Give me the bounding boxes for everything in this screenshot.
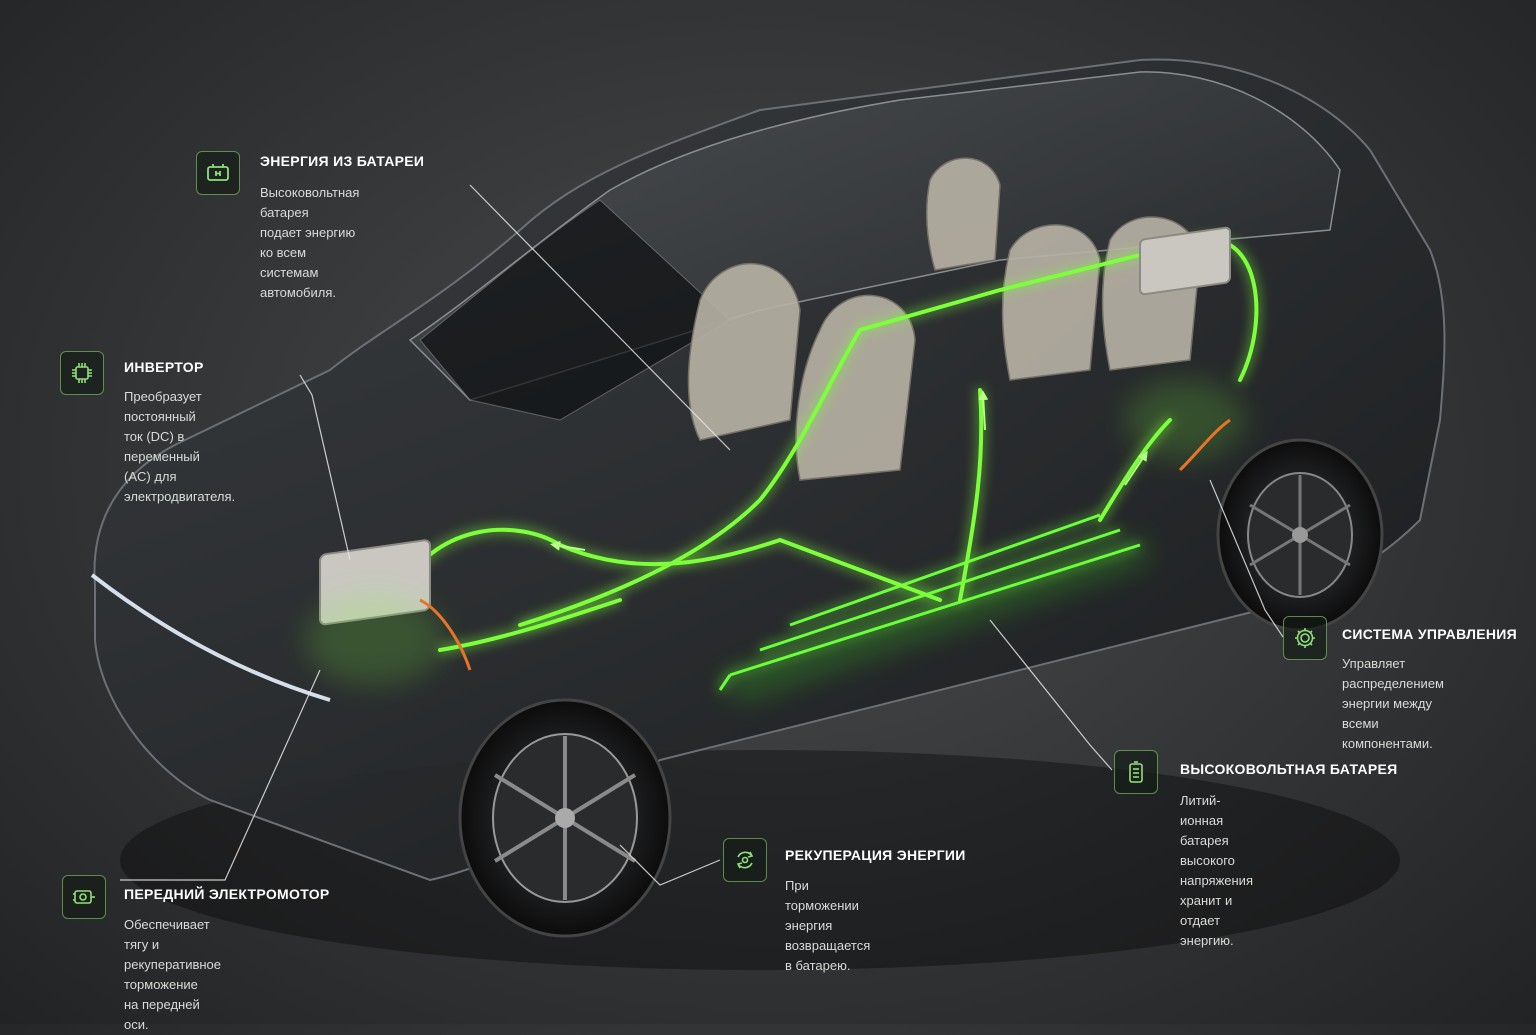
callout-inverter-title: ИНВЕРТОР — [124, 359, 204, 375]
callout-control-system-title: СИСТЕМА УПРАВЛЕНИЯ — [1342, 626, 1518, 642]
gear-icon — [1283, 616, 1327, 660]
callout-regeneration-title: РЕКУПЕРАЦИЯ ЭНЕРГИИ — [785, 847, 966, 863]
front-motor-module — [305, 539, 445, 685]
battery-icon — [1114, 750, 1158, 794]
rear-control-module — [1125, 226, 1245, 460]
front-wheel — [458, 698, 672, 938]
callout-control-system-desc: Управляет распределением энергии между в… — [1342, 656, 1444, 751]
battery-pack-glow — [720, 540, 1150, 700]
leader-lines — [120, 184, 1284, 886]
hv-cables — [419, 418, 1231, 671]
callout-hv-battery-title: ВЫСОКОВОЛЬТНАЯ БАТАРЕЯ — [1180, 761, 1398, 777]
seats — [687, 157, 1201, 481]
rear-wheel — [1216, 438, 1384, 632]
chip-icon — [60, 351, 104, 395]
windshield — [419, 199, 731, 421]
recycle-icon — [723, 838, 767, 882]
callout-battery-energy-desc: Высоковольтная батарея подает энергию ко… — [260, 185, 360, 300]
battery-pack — [718, 513, 1141, 691]
callout-front-motor-title: ПЕРЕДНИЙ ЭЛЕКТРОМОТОР — [124, 886, 330, 902]
motor-icon — [62, 875, 106, 919]
battery-plug-icon — [196, 151, 240, 195]
callout-battery-energy-title: ЭНЕРГИЯ ИЗ БАТАРЕИ — [260, 153, 425, 169]
callout-inverter-desc: Преобразует постоянный ток (DC) в переме… — [124, 389, 236, 504]
headlight-strip — [90, 573, 331, 702]
callout-regeneration-desc: При торможении энергия возвращается в ба… — [785, 878, 871, 973]
callout-hv-battery-desc: Литий-ионная батарея высокого напряжения… — [1180, 793, 1253, 948]
callout-front-motor-desc: Обеспечивает тягу и рекуперативное тормо… — [124, 917, 221, 1032]
